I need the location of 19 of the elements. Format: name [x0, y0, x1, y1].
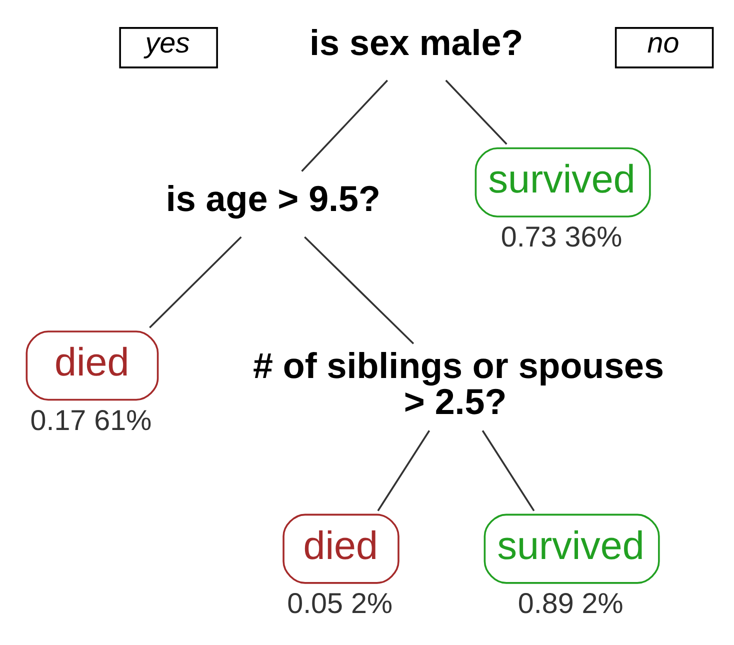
node-label: 0.89 2% — [517, 588, 623, 620]
node-text: # of siblings or spouses > 2.5? — [252, 345, 664, 422]
node-text: is sex male? — [309, 22, 523, 63]
node-box: died — [25, 330, 158, 401]
connector — [300, 80, 388, 172]
connector — [376, 430, 430, 512]
node-text: is age > 9.5? — [165, 178, 380, 220]
node-box: survived — [474, 147, 650, 218]
node-box: yes — [118, 27, 218, 68]
node-label: 0.17 61% — [30, 404, 152, 437]
node-box: survived — [483, 514, 660, 584]
connector — [304, 236, 414, 344]
node-label: 0.73 36% — [500, 222, 622, 254]
connector — [444, 80, 507, 145]
node-box: died — [282, 514, 399, 584]
connector — [148, 236, 242, 328]
connector — [481, 430, 534, 512]
node-box: no — [614, 27, 714, 68]
node-label: 0.05 2% — [286, 588, 392, 620]
